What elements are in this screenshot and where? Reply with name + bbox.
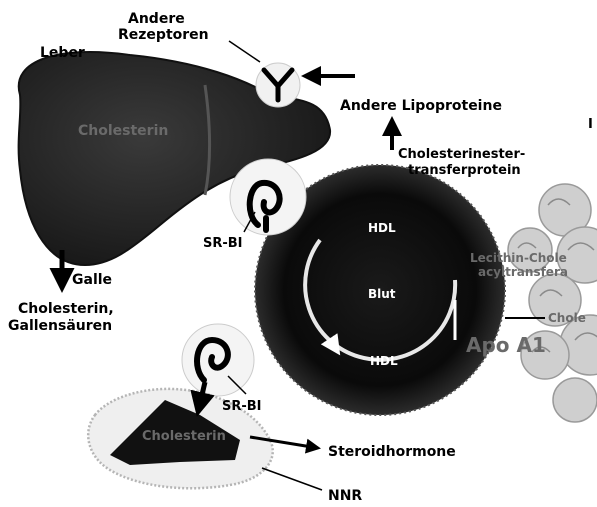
label-cholesterin-nnr: Cholesterin	[142, 429, 226, 444]
label-sr-bi-top: SR-BI	[203, 236, 243, 251]
label-cholesterin-galle-1: Cholesterin,	[18, 301, 114, 317]
label-steroidhormone: Steroidhormone	[328, 444, 456, 460]
label-blut: Blut	[368, 287, 396, 301]
label-andere-lipoproteine: Andere Lipoproteine	[340, 98, 502, 114]
label-cetp-2: transferprotein	[408, 163, 521, 178]
cell-cluster	[508, 184, 597, 422]
label-apo-a1: Apo A1	[466, 333, 546, 357]
label-hdl-bottom: HDL	[370, 354, 398, 368]
label-cholesterin-liver: Cholesterin	[78, 123, 168, 139]
label-nnr: NNR	[328, 488, 362, 504]
label-andere-rezeptoren-2: Rezeptoren	[118, 27, 209, 43]
label-hdl-top: HDL	[368, 221, 396, 235]
label-andere-rezeptoren-1: Andere	[128, 11, 185, 27]
label-cholesterin-galle-2: Gallensäuren	[8, 318, 112, 334]
sr-bi-receptor-liver	[230, 159, 306, 235]
sr-bi-receptor-adrenal	[182, 324, 254, 396]
label-leber: Leber	[40, 45, 85, 61]
label-corner-mark: I	[588, 117, 593, 132]
label-lcat-1: Lecithin-Chole	[470, 251, 567, 265]
other-receptor	[256, 63, 300, 107]
label-chole-right: Chole	[548, 311, 586, 325]
label-lcat-2: acyltransfera	[478, 265, 568, 279]
label-galle: Galle	[72, 272, 112, 288]
label-cetp-1: Cholesterinester-	[398, 147, 525, 162]
label-sr-bi-bottom: SR-BI	[222, 399, 262, 414]
